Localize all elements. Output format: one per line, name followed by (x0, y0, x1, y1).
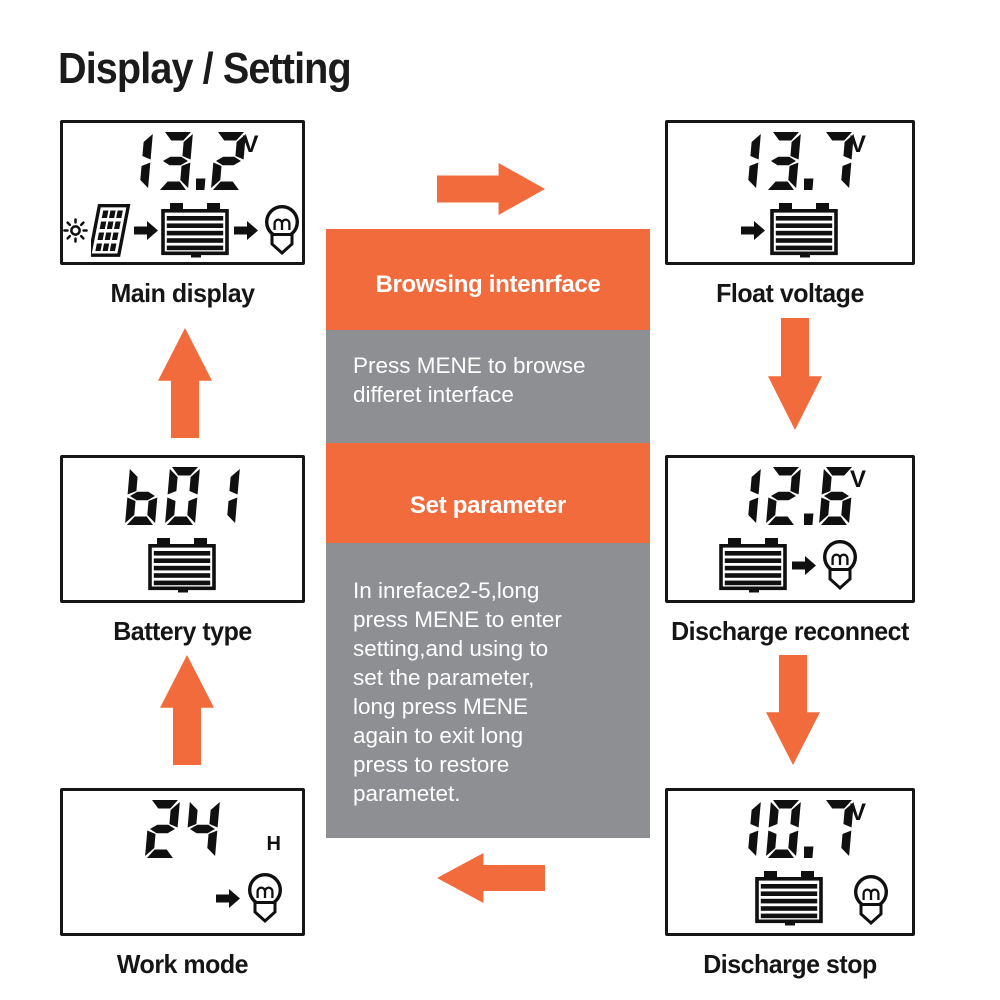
battery-icon (719, 537, 789, 593)
lcd-screen: V (665, 120, 915, 265)
lcd-unit: V (242, 131, 259, 158)
bulb-icon (819, 538, 861, 592)
arrow-right-icon (233, 220, 258, 240)
lcd-value (63, 467, 302, 527)
solar-panel-icon (90, 202, 131, 259)
arrow-right-icon (792, 555, 816, 575)
browsing-interface-header: Browsing intenrface (326, 229, 650, 330)
browsing-interface-text: Press MENE to browse differet interface (326, 330, 650, 443)
lcd-screen: H (60, 788, 305, 936)
panel-discharge-reconnect: V Discharge reconnect (665, 455, 915, 647)
battery-icon (769, 202, 840, 258)
panel-battery-type: Battery type (60, 455, 305, 647)
lcd-value: V (668, 467, 912, 527)
panel-label: Work mode (116, 949, 249, 979)
lcd-value: H (63, 800, 302, 860)
arrow-stop-to-work (437, 853, 545, 903)
bulb-icon (261, 203, 303, 257)
arrow-float-to-reconnect (768, 318, 822, 430)
panel-float-voltage: V Float voltage (665, 120, 915, 309)
bulb-icon (850, 873, 892, 927)
lcd-icons (668, 869, 912, 927)
panel-label: Float voltage (716, 278, 864, 308)
battery-icon (755, 870, 825, 926)
lcd-unit: V (850, 131, 867, 158)
lcd-value: V (63, 132, 302, 192)
set-parameter-text: In inreface2-5,long press MENE to enter … (326, 543, 650, 838)
lcd-icons (62, 201, 303, 259)
panel-label: Main display (110, 278, 255, 308)
lcd-value: V (668, 132, 912, 192)
bulb-icon (244, 871, 286, 925)
panel-label: Discharge stop (703, 949, 877, 979)
panel-main-display: V Main display (60, 120, 305, 309)
lcd-unit: V (850, 799, 867, 826)
panel-discharge-stop: V Discharge stop (665, 788, 915, 980)
lcd-value: V (668, 800, 912, 860)
lcd-icons (63, 536, 302, 594)
arrow-right-icon (133, 220, 158, 240)
sun-icon (62, 217, 88, 243)
arrow-reconnect-to-stop (766, 655, 820, 765)
arrow-right-icon (216, 888, 240, 908)
lcd-unit: H (266, 833, 281, 855)
page-title: Display / Setting (58, 44, 352, 93)
panel-work-mode: H Work mode (60, 788, 305, 980)
lcd-unit: V (850, 466, 867, 493)
battery-icon (147, 537, 218, 593)
arrow-battery-to-main (160, 655, 214, 765)
lcd-screen: V (665, 788, 915, 936)
lcd-screen: V (665, 455, 915, 603)
lcd-icons (63, 869, 302, 927)
arrow-work-to-battery (158, 328, 212, 438)
arrow-right-icon (740, 220, 765, 240)
lcd-icons (668, 201, 912, 259)
set-parameter-header: Set parameter (326, 443, 650, 543)
arrow-main-to-float (437, 163, 545, 215)
battery-icon (160, 202, 231, 258)
instructions-box: Browsing intenrface Press MENE to browse… (326, 229, 650, 838)
lcd-screen (60, 455, 305, 603)
lcd-icons (668, 536, 912, 594)
lcd-screen: V (60, 120, 305, 265)
panel-label: Battery type (113, 616, 252, 646)
panel-label: Discharge reconnect (671, 616, 909, 646)
